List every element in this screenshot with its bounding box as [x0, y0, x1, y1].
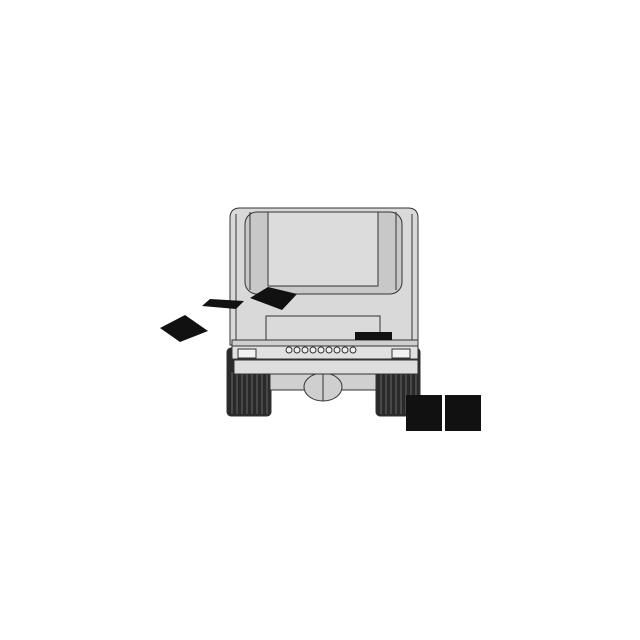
rear-window	[267, 211, 379, 287]
black-marks	[160, 287, 481, 431]
bolt-row	[285, 346, 357, 354]
black-square-1	[406, 395, 442, 431]
black-bar	[355, 332, 392, 340]
light-strip	[231, 345, 419, 360]
bumper-bar	[233, 359, 419, 375]
black-quad-1	[160, 315, 208, 342]
black-quad-2	[202, 299, 244, 309]
black-square-2	[445, 395, 481, 431]
truck	[226, 207, 421, 417]
black-quad-3	[250, 287, 297, 310]
